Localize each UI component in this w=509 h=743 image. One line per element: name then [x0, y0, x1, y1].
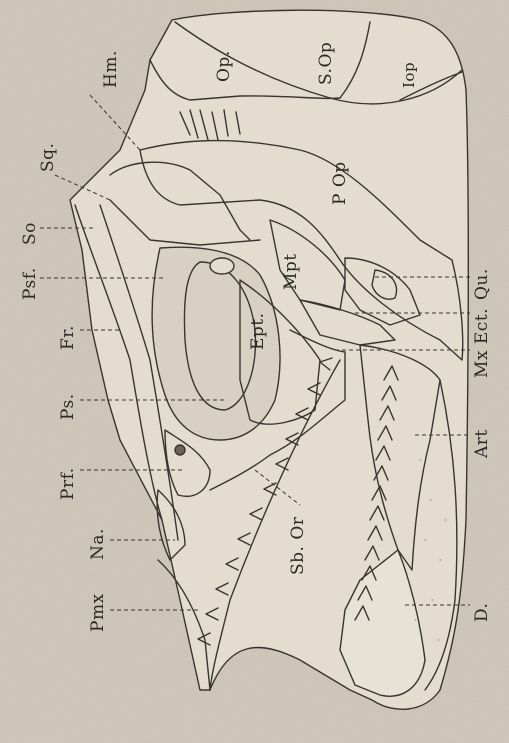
label-ept: Ept.	[250, 312, 267, 350]
label-so: So	[22, 222, 39, 245]
label-sop: S.Op	[318, 42, 335, 85]
orbit-dot	[210, 258, 234, 274]
label-ps: Ps.	[60, 393, 77, 420]
label-d: D.	[474, 603, 491, 622]
label-fr: Fr.	[60, 325, 77, 350]
label-op: Op.	[216, 50, 233, 82]
label-sq: Sq.	[40, 143, 57, 172]
label-art: Art	[474, 429, 491, 458]
label-mpt: Mpt	[283, 253, 300, 290]
label-hm: Hm.	[103, 50, 120, 88]
label-prf: Prf.	[60, 467, 77, 500]
prf-dot	[175, 445, 185, 455]
label-na: Na.	[90, 528, 107, 560]
label-iop: Iop	[402, 62, 417, 88]
label-qu: Qu.	[474, 268, 491, 300]
label-pop: P Op	[332, 161, 349, 205]
label-sbor: Sb. Or	[290, 517, 307, 575]
label-mx-ect: Mx Ect.	[474, 308, 491, 378]
label-psf: Psf.	[22, 267, 39, 300]
label-pmx: Pmx	[90, 593, 107, 632]
